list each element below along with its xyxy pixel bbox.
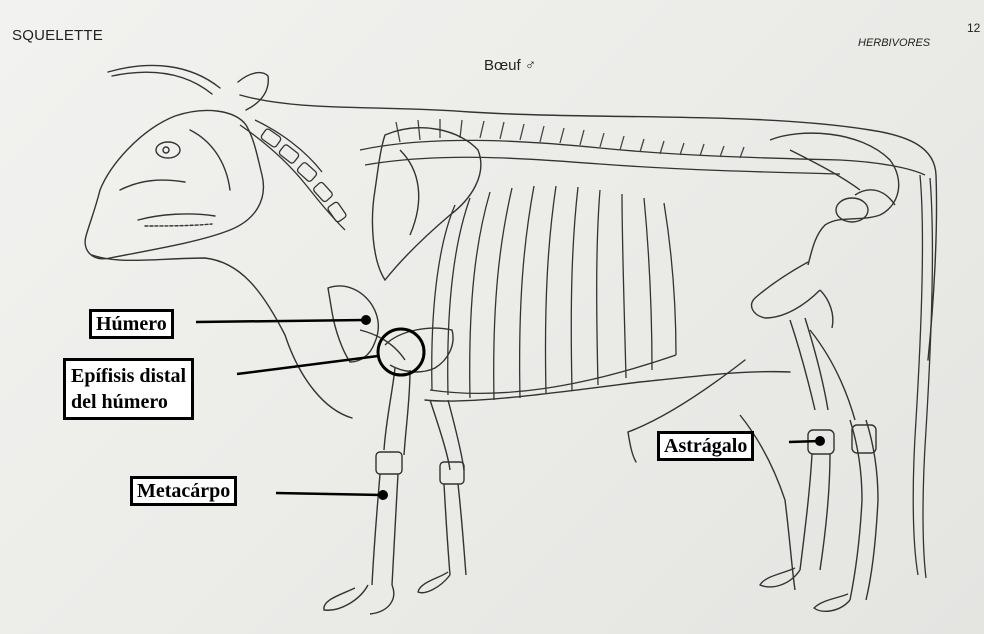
astragalo-dot [815,436,825,446]
pelvis [770,133,899,265]
foreleg [324,286,466,614]
cervical-vertebrae [240,120,347,230]
epifisis-leader [237,356,378,374]
leader-dots [361,315,825,500]
metacarpo-leader [276,493,383,495]
skull [85,65,268,258]
label-epifisis-line2: del húmero [71,389,186,415]
label-metacarpo: Metacárpo [130,476,237,506]
label-epifisis: Epífisis distal del húmero [63,358,194,420]
label-humero: Húmero [89,309,174,339]
humero-dot [361,315,371,325]
label-astragalo: Astrágalo [657,431,754,461]
label-epifisis-line1: Epífisis distal [71,363,186,389]
epiphysis-circle [378,329,424,375]
hindleg [740,262,878,611]
body-outline [92,95,937,462]
scapula [372,128,480,280]
metacarpo-dot [378,490,388,500]
humero-leader [196,320,366,322]
rib-cage [430,186,676,400]
